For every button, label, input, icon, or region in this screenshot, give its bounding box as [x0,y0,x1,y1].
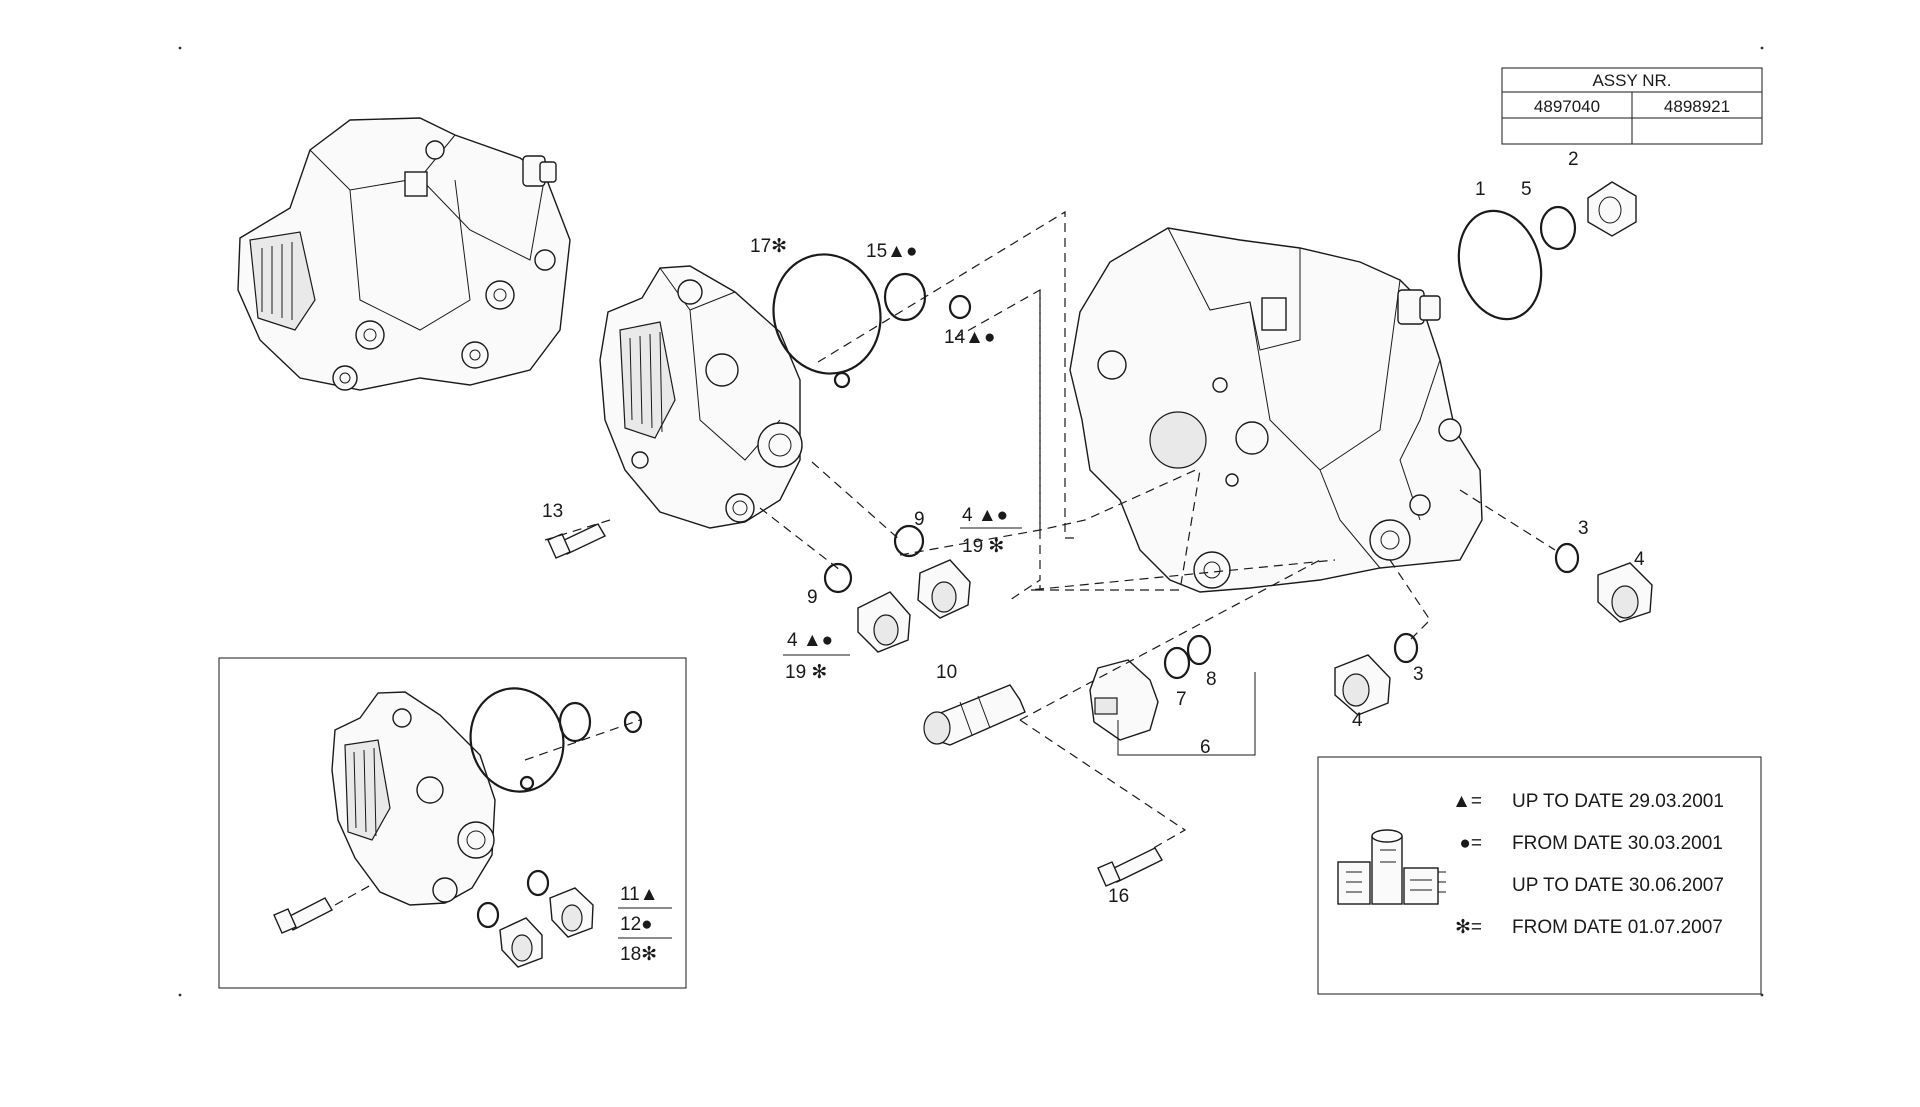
callout-4-lower-bottom: 19 ✻ [785,662,827,683]
legend-text-1: UP TO DATE 29.03.2001 [1512,791,1724,812]
legend-symbol-4: ✻= [1455,917,1482,938]
callout-15: 15▲● [866,241,917,262]
callout-2: 2 [1568,149,1579,170]
assy-number-2: 4898921 [1664,97,1730,116]
callout-16: 16 [1108,886,1129,907]
callout-4-right: 4 [1634,549,1645,570]
assy-number-1: 4897040 [1534,97,1600,116]
fittings [857,559,1653,741]
sensor-part [923,684,1026,746]
callout-6: 6 [1200,737,1211,758]
callout-7: 7 [1176,689,1187,710]
nut-part [1587,181,1637,237]
assy-table: ASSY NR. 4897040 4898921 [1501,67,1763,145]
legend-text-2: FROM DATE 30.03.2001 [1512,833,1723,854]
bolts [273,523,1163,934]
legend-symbol-2: ●= [1459,833,1482,854]
leader-lines [334,210,1556,906]
legend-text-3: UP TO DATE 30.06.2007 [1512,875,1724,896]
pump-cover-illustration [599,265,803,529]
callout-5: 5 [1521,179,1532,200]
callout-9-top: 9 [914,509,925,530]
legend-kit-icon [1337,829,1446,905]
pump-body-illustration [1069,227,1483,593]
callout-18: 18✻ [620,944,657,965]
callout-4-lower-top: 4 ▲● [787,630,833,651]
callout-12: 12● [620,914,653,935]
callout-9-bottom: 9 [807,587,818,608]
callout-10: 10 [936,662,957,683]
callout-4-upper-top: 4 ▲● [962,505,1008,526]
callout-14: 14▲● [944,327,995,348]
callout-8: 8 [1206,669,1217,690]
legend-symbol-1: ▲= [1452,791,1482,812]
bracket-6 [1117,672,1256,756]
assy-header: ASSY NR. [1592,71,1671,90]
callout-4-upper-bottom: 19 ✻ [962,536,1004,557]
callout-3-right: 3 [1578,518,1589,539]
callout-11: 11▲ [620,884,659,905]
inset-variant-box [218,657,687,989]
legend-box: ▲= UP TO DATE 29.03.2001 ●= FROM DATE 30… [1317,756,1762,995]
callout-17: 17✻ [750,236,787,257]
seal-rings [772,205,1580,680]
callout-3-lower: 3 [1413,664,1424,685]
callout-4-lower: 4 [1352,710,1363,731]
callout-1: 1 [1475,179,1486,200]
callout-13: 13 [542,501,563,522]
legend-text-4: FROM DATE 01.07.2007 [1512,917,1723,938]
callout-labels: 1 2 5 17✻ 15▲● 14▲● 13 9 9 4 ▲● 19 ✻ 4 ▲… [542,149,1645,965]
assembled-pump-illustration [237,117,571,391]
